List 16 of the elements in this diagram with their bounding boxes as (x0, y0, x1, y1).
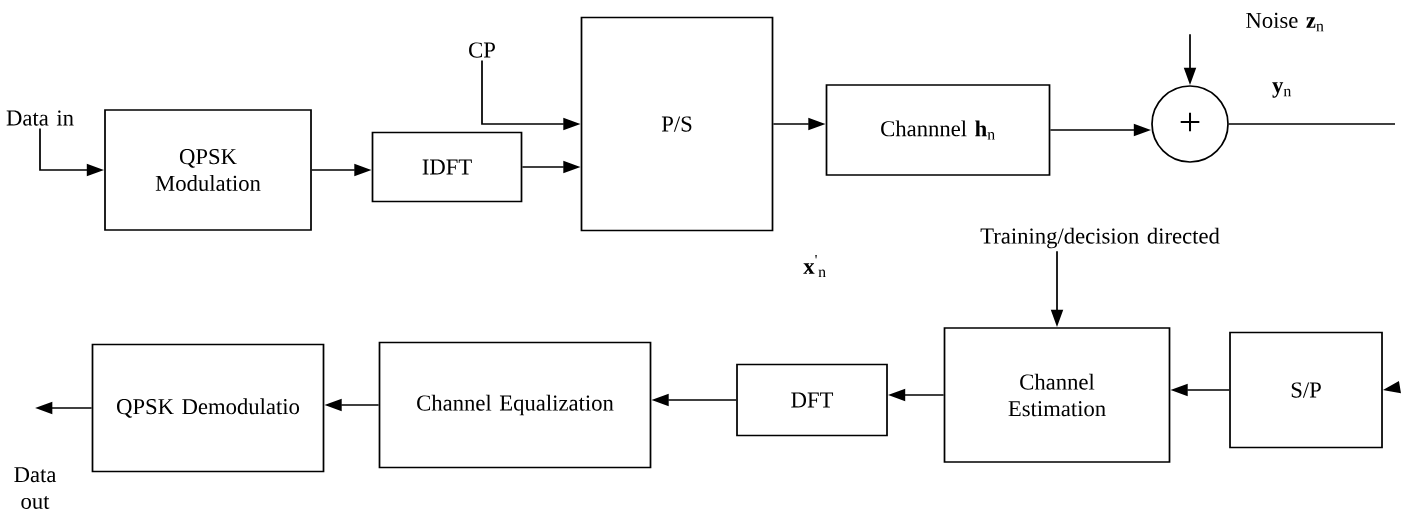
signal-label: Data in (6, 110, 74, 126)
process-box: P/S (580, 16, 774, 232)
process-box: S/P (1229, 331, 1383, 449)
process-box: Channel Estimation (943, 327, 1171, 463)
process-box: QPSK Demodulatio (91, 343, 325, 473)
signal-label: Training/decision directed (980, 227, 1220, 249)
signal-label: y$_{n}$ (1272, 82, 1292, 98)
process-box: QPSK Modulation (104, 109, 312, 231)
signal-label: x$^{'}$n (803, 254, 826, 278)
signal-label: Data out (14, 467, 57, 509)
process-box: IDFT (371, 131, 523, 203)
process-box: Channnel h$_{n}$ (825, 84, 1051, 176)
process-box: DFT (736, 363, 888, 437)
signal-label: Noise z$_{n}$ (1246, 12, 1324, 32)
signal-label: CP (469, 42, 495, 58)
process-box: Channel Equalization (378, 341, 652, 469)
